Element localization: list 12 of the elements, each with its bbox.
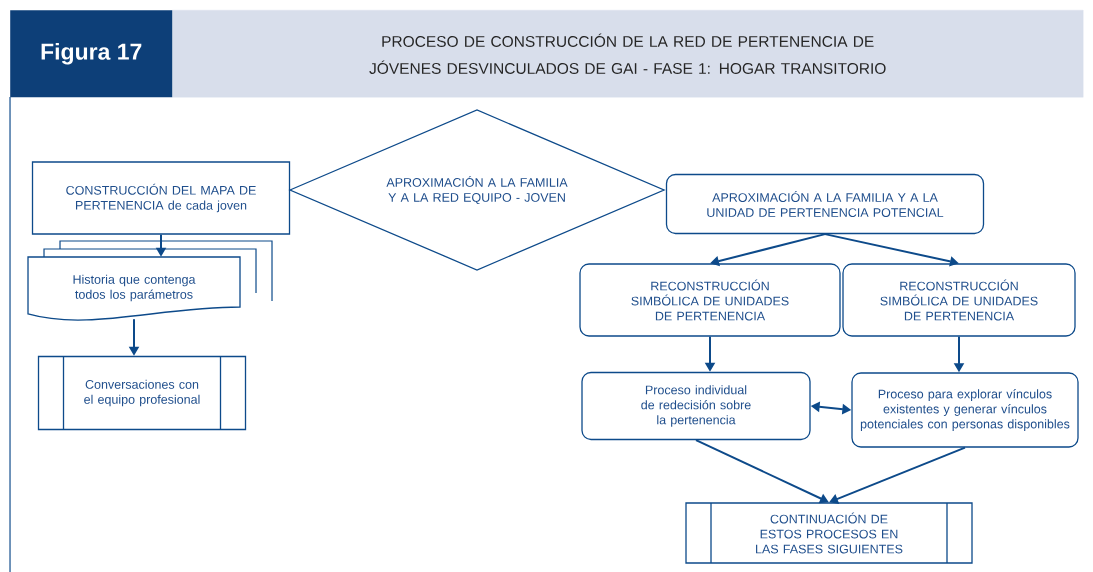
predefined-process-box: CONTINUACIÓN DE ESTOS PROCESOS EN LAS FASES SIGUIENTES xyxy=(685,502,973,564)
process-box: Proceso individual de redecisión sobre la pertenencia xyxy=(581,371,811,441)
process-box: CONSTRUCCIÓN DEL MAPA DE PERTENENCIA de cada joven xyxy=(31,161,291,235)
process-box: APROXIMACIÓN A LA FAMILIA Y A LA UNIDAD DE PERTENENCIA POTENCIAL xyxy=(665,173,985,235)
process-box: Proceso para explorar vínculos existentes y generar vínculos potenciales con personas disponibles xyxy=(851,372,1079,448)
figure-label: Figura 17 xyxy=(10,10,173,98)
predefined-process-box: Conversaciones con el equipo profesional xyxy=(37,355,247,431)
arrow xyxy=(829,446,966,504)
process-box: RECONSTRUCCIÓN SIMBÓLICA DE UNIDADES DE PERTENENCIA xyxy=(842,263,1076,337)
arrow xyxy=(695,439,829,504)
header-band: PROCESO DE CONSTRUCCIÓN DE LA RED DE PERTENENCIA DE JÓVENES DESVINCULADOS DE GAI - FASE 1: HOGAR TRANSITORIO xyxy=(172,10,1084,98)
process-box: RECONSTRUCCIÓN SIMBÓLICA DE UNIDADES DE PERTENENCIA xyxy=(579,263,841,337)
